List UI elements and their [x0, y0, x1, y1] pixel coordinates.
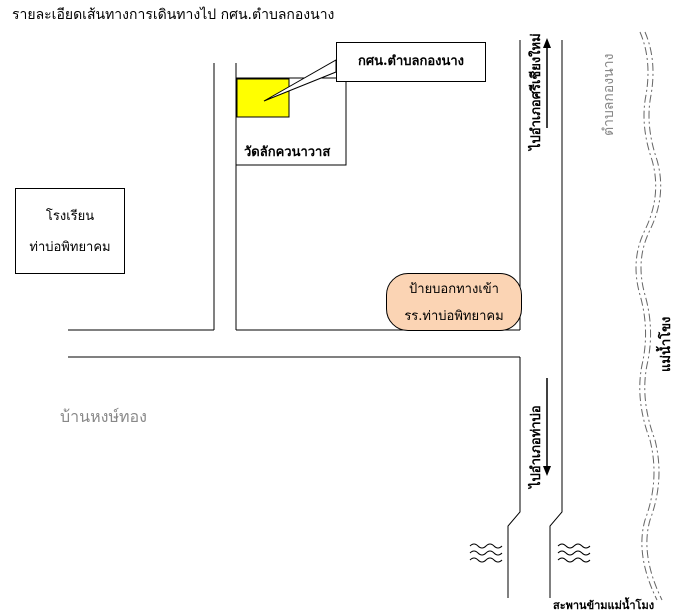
school-line2: ท่าบ่อพิทยาคม — [29, 240, 111, 255]
signpost-box: ป้ายบอกทางเข้า รร.ท่าบ่อพิทยาคม — [386, 273, 522, 331]
office-callout: กศน.ตำบลกองนาง — [336, 42, 486, 82]
river-bank-left — [635, 31, 658, 601]
water-symbol-left — [469, 543, 503, 563]
to-thabo-label: ไปอำเภอท่าบ่อ — [529, 405, 544, 488]
highway-left-bottom — [507, 357, 521, 598]
highway-right — [549, 40, 563, 598]
subdistrict-label: ตำบลกองนาง — [601, 53, 617, 136]
river-bank-right — [640, 31, 663, 601]
to-chiangmai-label: ไปอำเภอศรีเชียงใหม่ — [529, 33, 544, 150]
school-box: โรงเรียน ท่าบ่อพิทยาคม — [15, 188, 125, 274]
bridge-label: สะพานข้ามแม่น้ำโมง — [553, 599, 655, 612]
arrow-north-head — [543, 38, 551, 48]
water-symbol-right — [557, 543, 591, 563]
office-marker — [236, 78, 290, 118]
arrow-south-head — [543, 466, 551, 476]
temple-compound — [236, 77, 347, 166]
page-title: รายละเอียดเส้นทางการเดินทางไป กศน.ตำบลกอ… — [12, 7, 335, 23]
river-label: แม่น้ำโขง — [659, 316, 674, 372]
temple-label: วัดลักควนาวาส — [244, 145, 331, 160]
signpost-line1: ป้ายบอกทางเข้า — [409, 282, 499, 297]
signpost-line2: รร.ท่าบ่อพิทยาคม — [404, 309, 504, 324]
school-line1: โรงเรียน — [45, 209, 95, 224]
village-label: บ้านหงษ์ทอง — [60, 407, 147, 426]
